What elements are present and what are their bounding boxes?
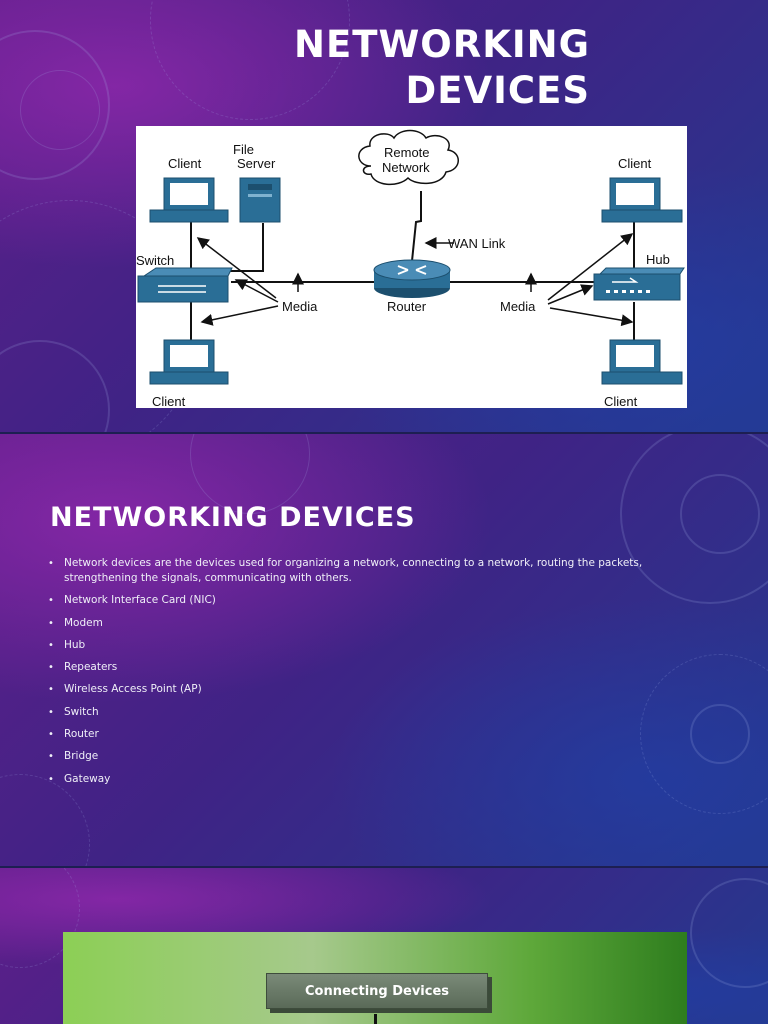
client-computer-icon — [149, 177, 229, 223]
list-item: Wireless Access Point (AP) — [48, 682, 668, 697]
hub-label: Hub — [646, 252, 670, 267]
arrow — [200, 305, 279, 326]
client-computer-icon — [149, 339, 229, 385]
switch-icon — [137, 267, 233, 303]
list-item: Repeaters — [48, 660, 668, 675]
list-item: Router — [48, 727, 668, 742]
router-icon — [373, 259, 451, 298]
slide-title: NETWORKING DEVICES — [50, 502, 416, 533]
file-server-label: Server — [237, 156, 276, 171]
network-diagram: Remote Network File Server Client — [136, 126, 687, 408]
remote-network-label: Network — [382, 160, 430, 175]
wan-link-cable — [411, 191, 422, 262]
list-item: Gateway — [48, 772, 668, 787]
hub-icon — [593, 267, 685, 301]
remote-network-label: Remote — [384, 145, 430, 160]
slide-1: NETWORKING DEVICES — [0, 0, 768, 432]
decorative-ring — [690, 704, 750, 764]
file-server-icon — [239, 177, 281, 223]
switch-label: Switch — [136, 253, 174, 268]
slide-3: Connecting Devices — [0, 868, 768, 1024]
list-item: Bridge — [48, 749, 668, 764]
client-computer-icon — [601, 177, 683, 223]
arrow — [547, 233, 634, 301]
slide-2: NETWORKING DEVICES Network devices are t… — [0, 434, 768, 866]
list-item: Hub — [48, 638, 668, 653]
list-item: Network Interface Card (NIC) — [48, 593, 668, 608]
title-line: NETWORKING — [293, 23, 590, 66]
green-diagram-panel: Connecting Devices — [63, 932, 687, 1024]
connector-line — [374, 1014, 377, 1024]
arrow — [547, 284, 594, 305]
file-server-label: File — [233, 142, 254, 157]
client-label: Client — [618, 156, 652, 171]
client-label: Client — [604, 394, 638, 408]
list-item: Network devices are the devices used for… — [48, 556, 668, 586]
arrow — [234, 279, 279, 303]
bullet-list: Network devices are the devices used for… — [48, 556, 668, 794]
arrow — [549, 307, 634, 327]
decorative-ring — [680, 474, 760, 554]
title-line: DEVICES — [405, 69, 590, 112]
cloud-icon — [358, 129, 459, 186]
decorative-ring — [20, 70, 100, 150]
client-label: Client — [168, 156, 202, 171]
list-item: Switch — [48, 705, 668, 720]
client-label: Client — [152, 394, 186, 408]
slide-title: NETWORKING DEVICES — [294, 22, 590, 114]
router-label: Router — [387, 299, 427, 314]
wan-link-label: WAN Link — [448, 236, 506, 251]
list-item: Modem — [48, 616, 668, 631]
decorative-ring — [690, 878, 768, 988]
arrow — [196, 237, 277, 299]
network-diagram-svg: Remote Network File Server Client — [136, 129, 685, 408]
media-label: Media — [500, 299, 536, 314]
client-computer-icon — [601, 339, 683, 385]
connecting-devices-box: Connecting Devices — [266, 973, 488, 1009]
server-cable — [228, 223, 264, 272]
media-arrows — [196, 233, 634, 327]
media-label: Media — [282, 299, 318, 314]
